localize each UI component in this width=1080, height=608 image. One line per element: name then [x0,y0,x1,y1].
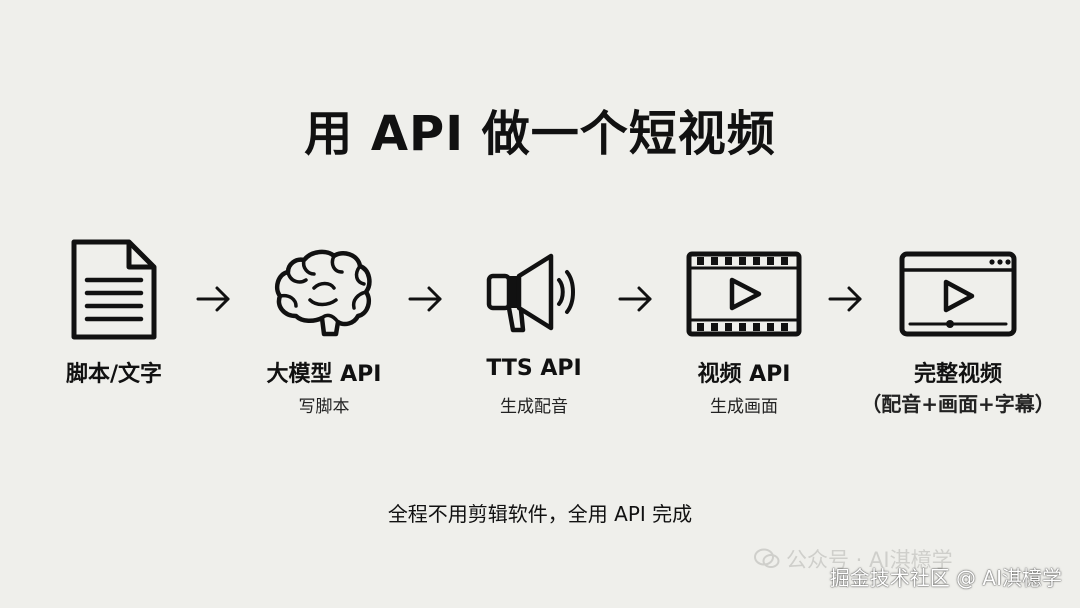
film-icon [685,250,803,342]
step-sub-label: 生成配音 [500,397,568,417]
flow-arrow-icon [196,284,232,318]
step-sub-label: （配音+画面+字幕） [861,392,1055,416]
watermark-faded: 公众号 · AI淇檍学 [754,544,953,575]
step-label: 完整视频 [913,362,1002,387]
step-sub-label: 写脚本 [298,397,350,417]
step-label: 视频 API [697,362,791,387]
document-icon [69,238,159,346]
flow-arrow-icon [408,284,444,318]
step-label: TTS API [486,356,582,381]
step-label: 脚本/文字 [65,362,163,387]
video-player-icon [898,250,1018,342]
flow-arrow-icon [828,284,864,318]
step-sub-label: 生成画面 [710,397,778,417]
step-label: 大模型 API [266,362,382,387]
wechat-icon [754,548,780,575]
flow-arrow-icon [618,284,654,318]
diagram-title: 用 API 做一个短视频 [304,106,776,162]
brain-icon [274,248,374,344]
watermark-main: 掘金技术社区 @ AI淇檍学 [829,566,1062,590]
megaphone-icon [479,248,589,342]
watermark-faded-text: 公众号 · AI淇檍学 [786,548,953,572]
footer-note: 全程不用剪辑软件，全用 API 完成 [387,502,693,526]
